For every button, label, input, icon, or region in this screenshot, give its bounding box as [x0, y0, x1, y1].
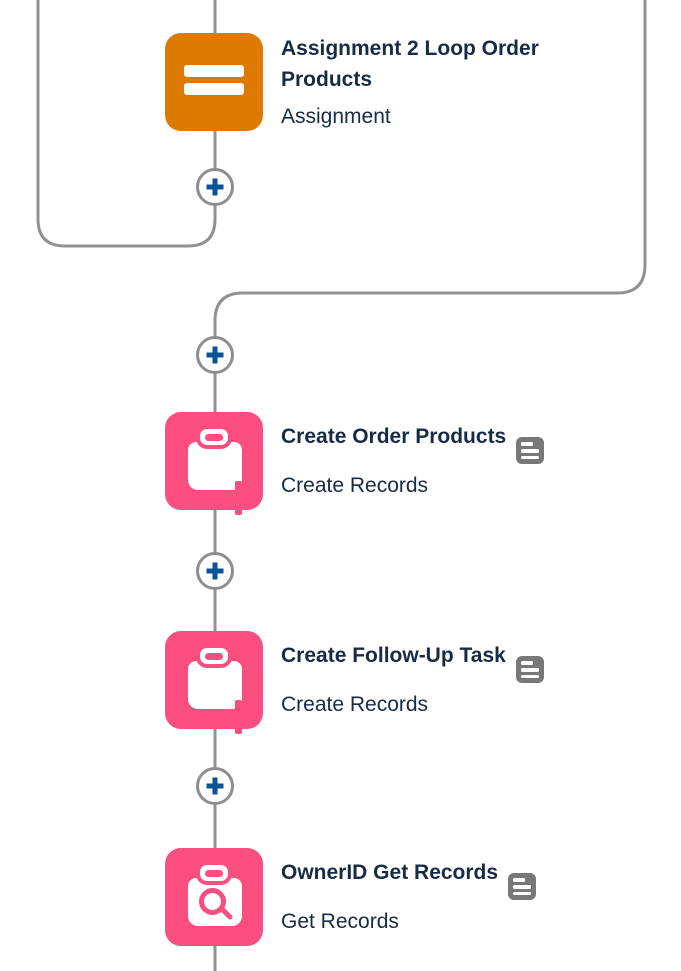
plus-icon: [206, 346, 224, 364]
node-title[interactable]: Create Order Products: [281, 421, 611, 465]
description-icon[interactable]: [515, 656, 544, 684]
clipboard-board: [188, 442, 255, 515]
magnifier-icon: [199, 888, 226, 915]
plus-icon: [206, 562, 224, 580]
node-subtitle: Get Records: [281, 910, 399, 934]
flow-node-assignment: Assignment 2 Loop Order Products Assignm…: [165, 33, 611, 131]
node-subtitle: Create Records: [281, 474, 429, 498]
add-element-button[interactable]: [196, 168, 234, 206]
clipboard-clip: [200, 865, 228, 881]
equals-bar: [184, 83, 244, 95]
clipboard-board: [188, 661, 255, 734]
flow-node-ownerid-get-records: OwnerID Get Records Get Records: [165, 848, 611, 946]
node-title[interactable]: OwnerID Get Records: [281, 857, 611, 901]
description-icon[interactable]: [516, 437, 545, 465]
add-element-button[interactable]: [196, 767, 234, 805]
flow-node-create-order-products: Create Order Products Create Records: [165, 412, 611, 515]
equals-bar: [184, 65, 244, 77]
node-title-text: OwnerID Get Records: [281, 860, 499, 884]
node-title-text: Create Follow-Up Task: [281, 643, 506, 667]
create-records-clipboard-plus-icon[interactable]: [165, 412, 263, 515]
node-title[interactable]: Assignment 2 Loop Order Products: [281, 33, 611, 95]
plus-icon: [206, 777, 224, 795]
flow-node-create-follow-up-task: Create Follow-Up Task Create Records: [165, 631, 611, 734]
node-title[interactable]: Create Follow-Up Task: [281, 640, 611, 684]
get-records-clipboard-search-icon[interactable]: [165, 848, 263, 946]
assignment-equals-icon[interactable]: [165, 33, 263, 131]
node-title-text: Assignment 2 Loop Order Products: [281, 36, 539, 91]
node-subtitle: Create Records: [281, 693, 429, 717]
clipboard-clip: [200, 648, 228, 664]
node-subtitle: Assignment: [281, 104, 391, 128]
description-icon[interactable]: [508, 873, 537, 901]
add-element-button[interactable]: [196, 336, 234, 374]
clipboard-clip: [200, 429, 228, 445]
create-records-clipboard-plus-icon[interactable]: [165, 631, 263, 734]
node-title-text: Create Order Products: [281, 424, 507, 448]
plus-icon: [206, 178, 224, 196]
add-element-button[interactable]: [196, 552, 234, 590]
